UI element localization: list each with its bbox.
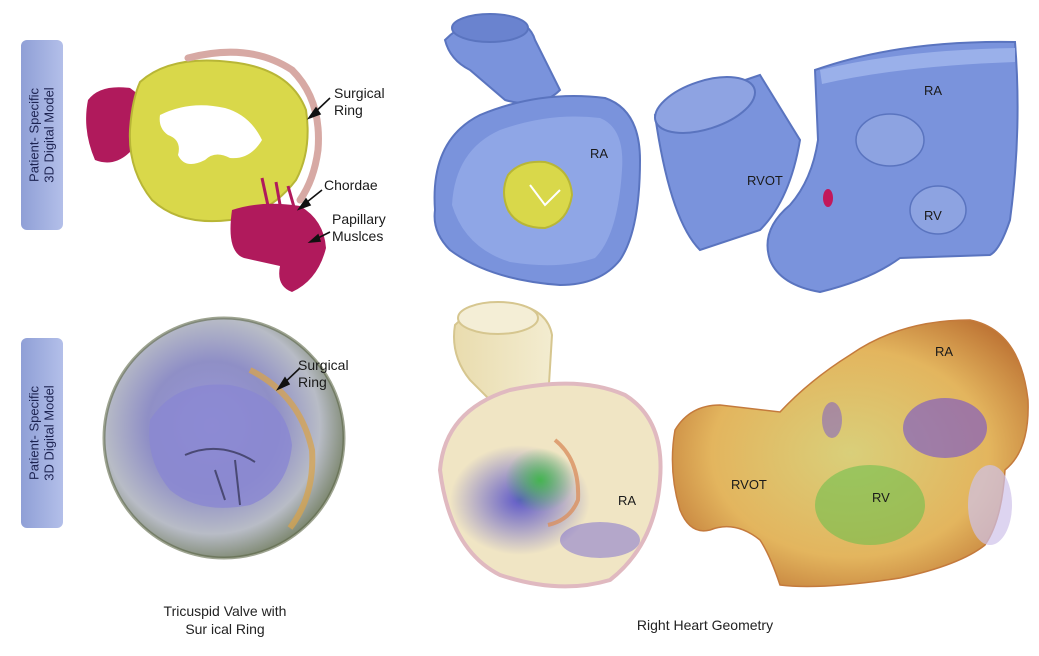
caption-left-line2: Sur ical Ring [185,621,265,637]
label-surgical-ring-bottom-line2: Ring [298,374,327,390]
label-rv-bottom-right: RV [872,490,890,505]
label-rv-top-right: RV [924,208,942,223]
annotation-arrow-bottom-left [275,367,301,391]
label-papillary-line2: Muslces [332,228,384,244]
valve-model-top-left [86,48,326,292]
caption-left-line1: Tricuspid Valve with [163,603,287,619]
label-ra-top-right: RA [924,83,943,98]
valve-orifice [159,105,262,164]
label-papillary-muscles: Papillary Muslces [332,211,386,245]
label-rvot-top-right: RVOT [747,173,783,188]
caption-left: Tricuspid Valve with Sur ical Ring [120,602,330,638]
label-chordae: Chordae [324,177,378,193]
label-surgical-ring-bottom-line1: Surgical [298,357,349,373]
annotation-arrows-top-left [296,97,331,244]
side-label-top: Patient- Specific 3D Digital Model [21,40,63,230]
label-rvot-bottom-right: RVOT [731,477,767,492]
papillary-muscle-bottom [230,203,326,292]
heart-model-bottom-mid [437,301,663,589]
label-surgical-ring-top-line2: Ring [334,102,363,118]
side-label-bottom: Patient- Specific 3D Digital Model [21,338,63,528]
heart-model-bottom-right [671,319,1029,588]
heart-model-top-mid [433,13,642,287]
label-papillary-line1: Papillary [332,211,386,227]
rv-ra-body [766,40,1019,294]
label-surgical-ring-top-line1: Surgical [334,85,385,101]
label-ra-bottom-right: RA [935,344,954,359]
side-label-bottom-line1: Patient- Specific [27,386,42,480]
label-surgical-ring-bottom: Surgical Ring [298,357,349,391]
chordae-strands [260,177,298,217]
papillary-muscle-left [86,87,138,163]
heart-model-top-right [653,40,1019,294]
surgical-ring [184,48,322,204]
side-label-bottom-line2: 3D Digital Model [42,385,57,481]
label-ra-bottom-mid: RA [618,493,637,508]
caption-right: Right Heart Geometry [636,617,774,633]
valve-photo-bottom-left [102,316,346,560]
side-label-top-line2: 3D Digital Model [42,87,57,183]
label-ra-top-mid: RA [590,146,609,161]
side-label-top-line1: Patient- Specific [27,88,42,182]
label-surgical-ring-top: Surgical Ring [334,85,385,119]
ring-in-photo [248,367,316,530]
